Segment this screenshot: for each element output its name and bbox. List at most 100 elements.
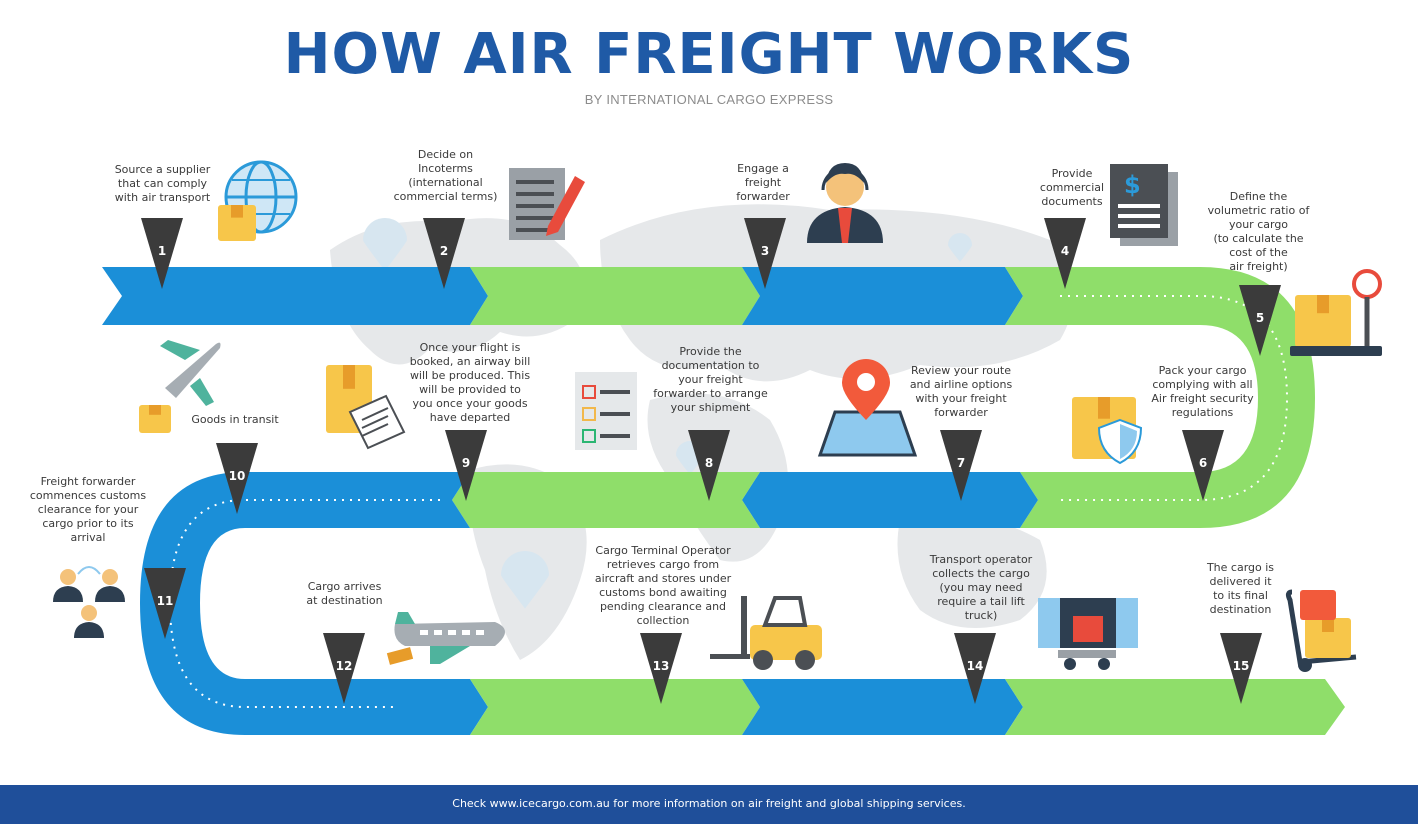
- step-text-line: regulations: [1171, 406, 1234, 419]
- step-text-line: air freight): [1229, 260, 1288, 273]
- marker-triangle: [940, 430, 982, 501]
- footer-bar: [0, 785, 1418, 824]
- step-text-line: arrival: [70, 531, 106, 544]
- step-marker-14: 14: [954, 633, 996, 704]
- footer-text: Check www.icecargo.com.au for more infor…: [452, 797, 966, 810]
- step-marker-4: 4: [1044, 218, 1086, 289]
- marker-triangle: [688, 430, 730, 501]
- step-text-line: Review your route: [910, 364, 1012, 377]
- box-shield-icon: [1072, 397, 1143, 465]
- people-network-icon: [53, 566, 125, 638]
- step-text-line: collection: [636, 614, 690, 627]
- marker-triangle: [744, 218, 786, 289]
- step-text-line: will be provided to: [419, 383, 521, 396]
- step-text-line: documents: [1041, 195, 1103, 208]
- step-text-line: and airline options: [909, 378, 1013, 391]
- step-number: 10: [229, 469, 246, 483]
- step-text-line: at destination: [306, 594, 383, 607]
- road-segment: [140, 472, 488, 735]
- checklist-icon: [575, 372, 637, 450]
- step-text-line: Engage a: [737, 162, 789, 175]
- step-text-line: forwarder: [736, 190, 790, 203]
- step-number: 14: [967, 659, 984, 673]
- step-marker-11: 11: [144, 568, 186, 639]
- step-marker-8: 8: [688, 430, 730, 501]
- step-marker-1: 1: [141, 218, 183, 289]
- step-text-line: Source a supplier: [114, 163, 211, 176]
- hand-truck-icon: [1285, 589, 1357, 672]
- step-number: 12: [336, 659, 353, 673]
- map-pin-icon: [817, 359, 918, 457]
- step-text-line: will be produced. This: [409, 369, 531, 382]
- page-title: HOW AIR FREIGHT WORKS: [283, 22, 1135, 87]
- step-text-line: that can comply: [117, 177, 208, 190]
- step-text-line: Once your flight is: [419, 341, 521, 354]
- marker-triangle: [1044, 218, 1086, 289]
- agent-headset-icon: [807, 163, 883, 243]
- step-marker-10: 10: [216, 443, 258, 514]
- marker-triangle: [445, 430, 487, 501]
- step-text-line: aircraft and stores under: [594, 572, 732, 585]
- marker-triangle: [1220, 633, 1262, 704]
- step-text-line: (you may need: [939, 581, 1023, 594]
- marker-triangle: [141, 218, 183, 289]
- cargo-plane-icon: [386, 612, 505, 665]
- step-number: 1: [158, 244, 166, 258]
- marker-triangle: [323, 633, 365, 704]
- map-pin-shape: [948, 233, 972, 262]
- step-text-line: forwarder to arrange: [653, 387, 768, 400]
- step-marker-15: 15: [1220, 633, 1262, 704]
- step-text-line: collects the cargo: [932, 567, 1030, 580]
- step-text-line: forwarder: [934, 406, 988, 419]
- step-text-line: commences customs: [29, 489, 147, 502]
- step-text-line: (to calculate the: [1213, 232, 1304, 245]
- marker-triangle: [1182, 430, 1224, 501]
- road-segment: [102, 267, 488, 325]
- step-marker-9: 9: [445, 430, 487, 501]
- step-number: 15: [1233, 659, 1250, 673]
- step-number: 13: [653, 659, 670, 673]
- step-marker-13: 13: [640, 633, 682, 704]
- marker-triangle: [423, 218, 465, 289]
- step-text-line: customs bond awaiting: [599, 586, 727, 599]
- step-marker-3: 3: [744, 218, 786, 289]
- road-segment: [742, 472, 1038, 528]
- step-number: 6: [1199, 456, 1207, 470]
- step-text-line: clearance for your: [37, 503, 139, 516]
- step-text-line: commercial: [1039, 181, 1105, 194]
- road-segment: [452, 472, 760, 528]
- step-text-line: you once your goods: [412, 397, 528, 410]
- step-text-line: Decide on: [417, 148, 474, 161]
- step-number: 7: [957, 456, 965, 470]
- step-text-line: complying with all: [1152, 378, 1253, 391]
- road-segment: [742, 679, 1023, 735]
- step-number: 8: [705, 456, 713, 470]
- step-text-line: Cargo Terminal Operator: [595, 544, 731, 557]
- marker-triangle: [1239, 285, 1281, 356]
- step-text-line: have departed: [429, 411, 511, 424]
- step-text-line: to its final: [1213, 589, 1268, 602]
- step-number: 9: [462, 456, 470, 470]
- plane-icon: [139, 340, 221, 433]
- step-text-line: Goods in transit: [191, 413, 279, 426]
- road-segment: [1005, 267, 1315, 528]
- marker-triangle: [216, 443, 258, 514]
- step-text-line: documentation to: [661, 359, 760, 372]
- step-text-line: truck): [964, 609, 998, 622]
- step-text-line: Define the: [1229, 190, 1288, 203]
- step-marker-5: 5: [1239, 285, 1281, 356]
- step-number: 5: [1256, 311, 1264, 325]
- step-text-line: volumetric ratio of: [1207, 204, 1310, 217]
- box-document-icon: [326, 365, 406, 450]
